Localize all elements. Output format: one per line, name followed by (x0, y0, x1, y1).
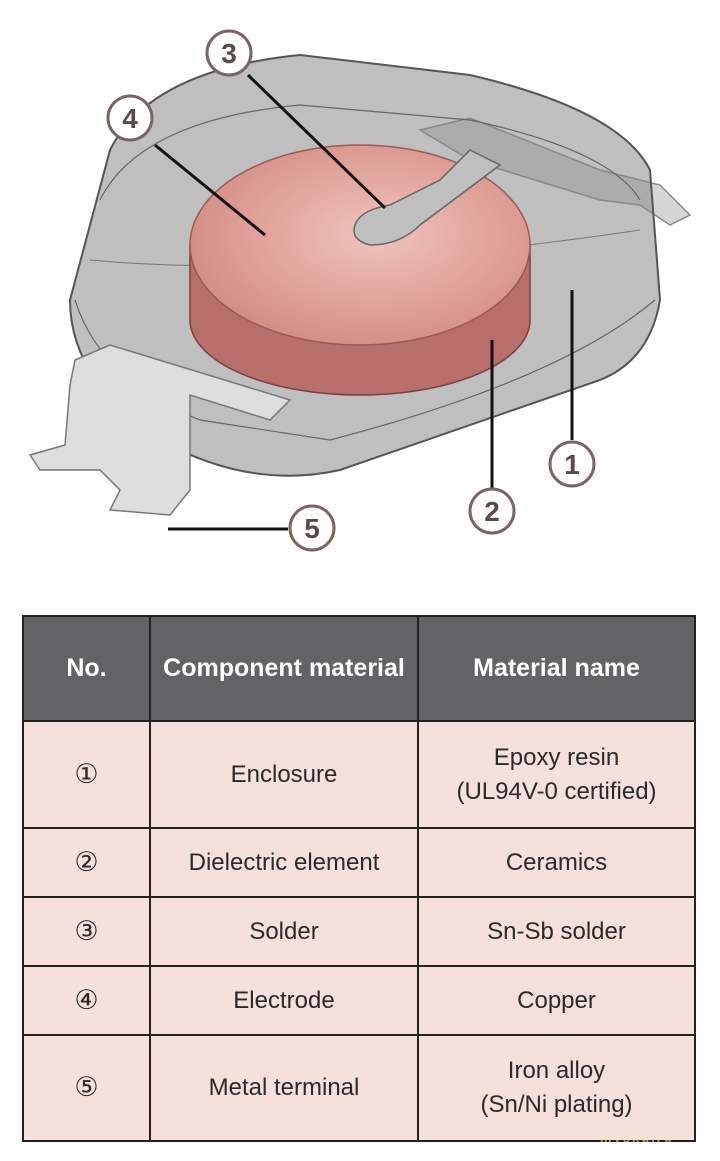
material-note: (Sn/Ni plating) (480, 1091, 633, 1118)
solder-tab (353, 149, 502, 246)
row-no: ⑤ (22, 1034, 151, 1142)
leader-lines (154, 73, 574, 531)
callout-4: 4 (106, 94, 154, 142)
svg-text:4: 4 (122, 103, 138, 134)
row-no: ② (22, 827, 151, 898)
row-component: Metal terminal (149, 1034, 419, 1142)
svg-text:5: 5 (304, 513, 320, 544)
callout-3: 3 (205, 29, 253, 77)
svg-text:1: 1 (564, 449, 580, 480)
row-material: Iron alloy (Sn/Ni plating) (417, 1034, 696, 1142)
callout-5: 5 (288, 504, 336, 552)
table-row: ⑤ Metal terminal Iron alloy (Sn/Ni platin… (22, 1034, 696, 1142)
header-component: Component material (149, 615, 419, 722)
header-material: Material name (417, 615, 696, 722)
header-no: No. (22, 615, 151, 722)
row-no: ① (22, 720, 151, 829)
table-row: ④ Electrode Copper (22, 965, 696, 1036)
row-no: ④ (22, 965, 151, 1036)
row-material: Sn-Sb solder (417, 896, 696, 967)
material-name: Iron alloy (507, 1057, 606, 1085)
table-row: ① Enclosure Epoxy resin (UL94V-0 certifie… (22, 720, 696, 829)
svg-text:3: 3 (221, 38, 237, 69)
metal-terminal-left (28, 344, 292, 516)
material-note: (UL94V-0 certified) (456, 777, 657, 805)
row-component: Solder (149, 896, 419, 967)
table-row: ③ Solder Sn-Sb solder (22, 896, 696, 967)
svg-text:2: 2 (484, 496, 500, 527)
row-no: ③ (22, 896, 151, 967)
row-component: Dielectric element (149, 827, 419, 898)
table-row: ② Dielectric element Ceramics (22, 827, 696, 898)
callout-2: 2 (468, 487, 516, 535)
row-material: Copper (417, 965, 696, 1036)
component-diagram: 1 2 3 4 5 (28, 29, 692, 552)
row-material: Ceramics (417, 827, 696, 898)
row-component: Enclosure (149, 720, 419, 829)
material-name: Epoxy resin (493, 743, 620, 771)
callout-1: 1 (548, 440, 596, 488)
row-material: Epoxy resin (UL94V-0 certified) (417, 720, 696, 829)
row-component: Electrode (149, 965, 419, 1036)
materials-table: No. Component material Material name ① E… (22, 615, 696, 1142)
watermark: mysku.ru (600, 1130, 674, 1145)
table-header-row: No. Component material Material name (22, 615, 696, 722)
